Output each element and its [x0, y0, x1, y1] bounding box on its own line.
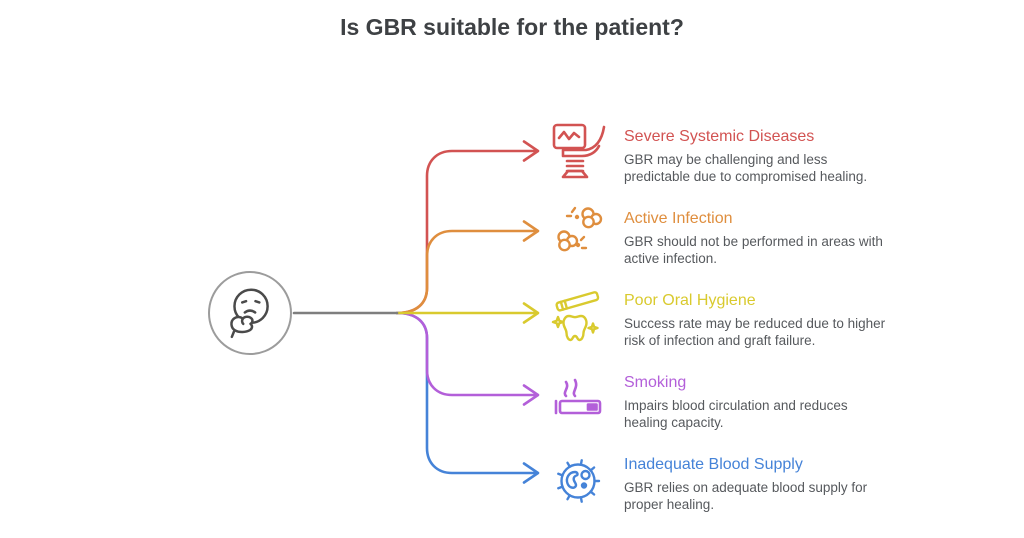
blood-cell-icon [557, 459, 601, 503]
germs-icon [557, 206, 603, 252]
item-label: Active Infection [624, 210, 733, 227]
item-description: GBR relies on adequate blood supply for … [624, 480, 868, 513]
dental-chair-icon [552, 123, 606, 179]
item-description: GBR should not be performed in areas wit… [624, 234, 883, 267]
item-label: Inadequate Blood Supply [624, 456, 803, 473]
cigarette-icon [554, 378, 602, 415]
item-label: Poor Oral Hygiene [624, 292, 756, 309]
center-node [208, 271, 292, 355]
connector-severe-systemic-diseases [395, 140, 540, 315]
connector-inadequate-blood-supply [395, 311, 540, 484]
connector-active-infection [395, 220, 540, 315]
item-description: Impairs blood circulation and reduces he… [624, 398, 848, 431]
list-item-poor-oral-hygiene: Poor Oral Hygiene Success rate may be re… [551, 286, 892, 350]
item-description: Success rate may be reduced due to highe… [624, 316, 886, 349]
list-item-smoking: Smoking Impairs blood circulation and re… [551, 368, 892, 432]
item-label: Severe Systemic Diseases [624, 128, 815, 145]
connector-poor-oral-hygiene [395, 302, 540, 324]
list-item-active-infection: Active Infection GBR should not be perfo… [551, 204, 892, 268]
list-item-inadequate-blood-supply: Inadequate Blood Supply GBR relies on ad… [551, 450, 892, 514]
tooth-hygiene-icon [551, 291, 600, 342]
connector-smoking [395, 311, 540, 406]
item-label: Smoking [624, 374, 687, 391]
diagram-title: Is GBR suitable for the patient? [340, 14, 684, 40]
thinking-face-icon [230, 288, 269, 339]
list-item-severe-systemic-diseases: Severe Systemic Diseases GBR may be chal… [551, 122, 892, 186]
item-description: GBR may be challenging and less predicta… [624, 152, 868, 185]
